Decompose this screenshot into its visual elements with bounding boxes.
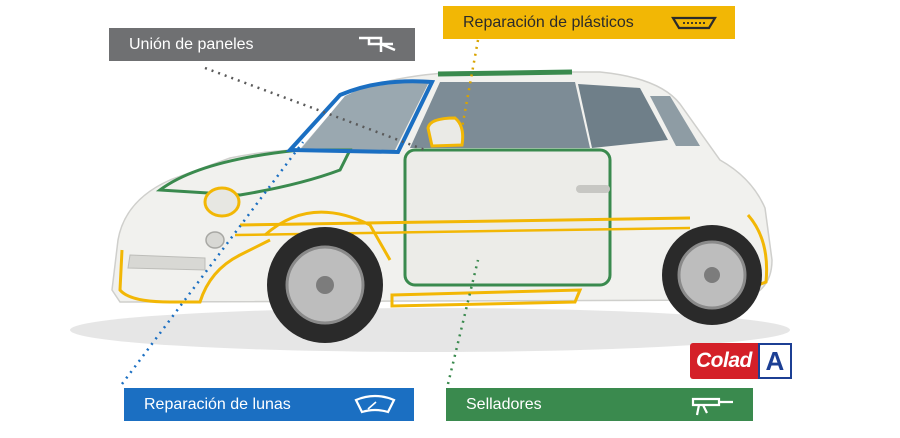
side-trim <box>239 216 691 227</box>
wheel-arch-front <box>264 210 392 261</box>
bumper-icon <box>671 14 717 32</box>
leader-plastic-repair <box>460 39 480 129</box>
front-lower-grille <box>127 254 206 271</box>
fog-light <box>205 231 225 249</box>
rear-bumper-outline <box>744 214 769 292</box>
brand-name: Colad <box>690 343 758 379</box>
label-sealants: Selladores <box>446 388 753 421</box>
label-glass-repair-text: Reparación de lunas <box>144 395 291 413</box>
windshield-icon <box>354 394 396 416</box>
windshield-outline <box>285 79 436 155</box>
brand-mark: A <box>757 343 792 379</box>
label-plastic-repair: Reparación de plásticos <box>443 6 735 39</box>
headlight <box>203 186 241 218</box>
front-hub <box>316 276 334 294</box>
brand-logo: Colad A <box>690 343 808 379</box>
label-panel-joining-text: Unión de paneles <box>129 35 254 53</box>
side-mirror <box>426 116 465 148</box>
car-rear-window <box>578 84 668 148</box>
door-handle <box>576 185 610 193</box>
car-shadow <box>70 308 790 352</box>
car-door <box>403 148 612 287</box>
bumper-outline <box>118 238 271 304</box>
label-sealants-text: Selladores <box>466 395 542 413</box>
sunroof-outline <box>437 69 573 77</box>
car-quarter-window <box>650 96 700 146</box>
rear-hub <box>704 267 720 283</box>
label-plastic-repair-text: Reparación de plásticos <box>463 13 634 31</box>
leader-glass-repair <box>120 141 305 385</box>
panel-joint-icon <box>357 34 397 56</box>
car-windshield <box>300 79 430 150</box>
caulking-gun-icon <box>691 393 735 417</box>
sill-outline <box>390 288 583 308</box>
leader-panel-joining <box>204 66 426 152</box>
leader-sealants <box>446 259 480 385</box>
label-glass-repair: Reparación de lunas <box>124 388 414 421</box>
label-panel-joining: Unión de paneles <box>109 28 415 61</box>
